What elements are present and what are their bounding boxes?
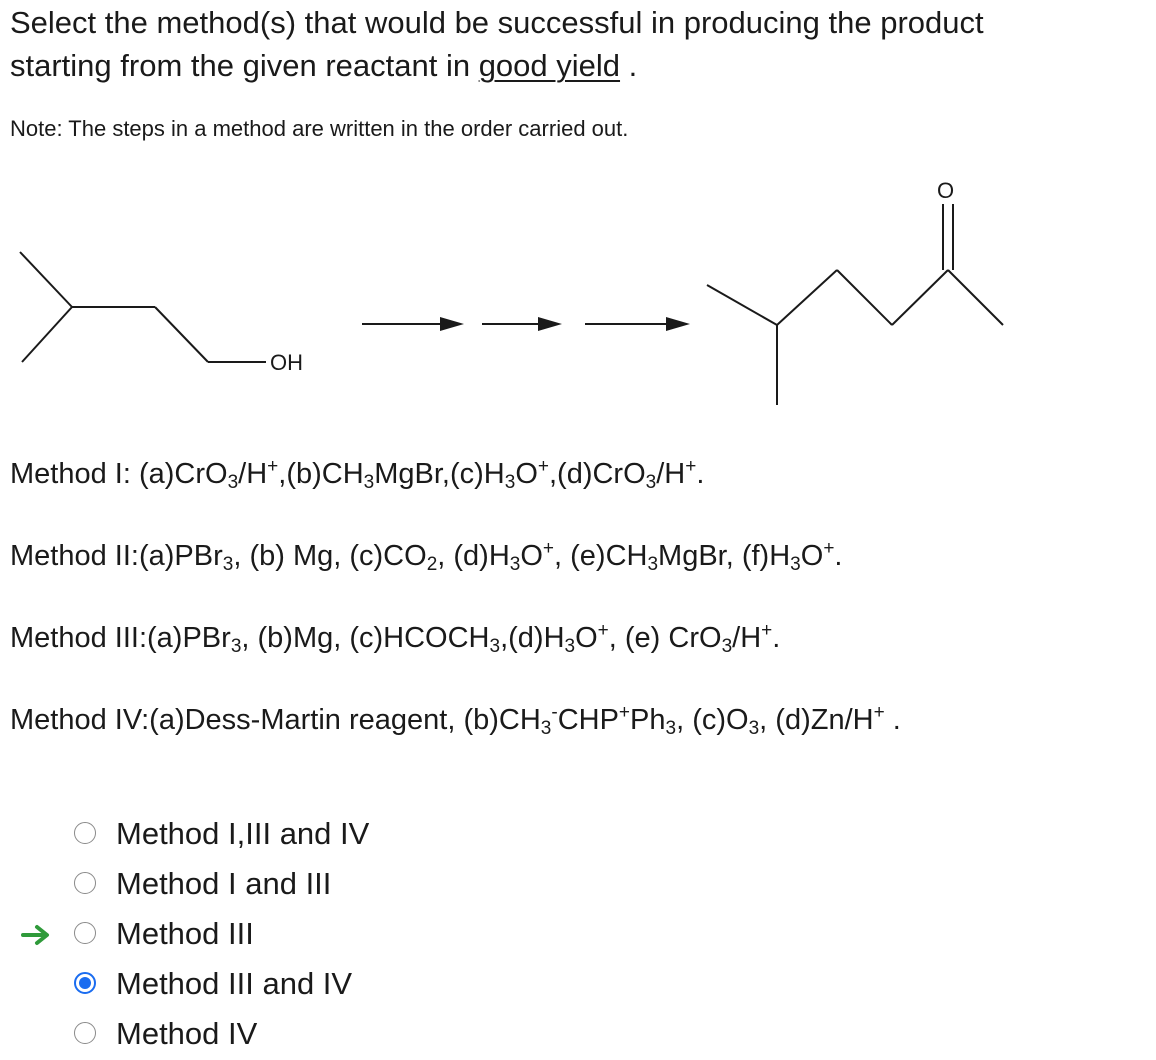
carbonyl-oxygen-label: O [937,178,954,203]
method-text: Ph [630,704,666,736]
method-text: . [834,540,843,572]
method-text: /H [656,458,686,490]
question-emphasis: good yield [478,48,621,83]
subscript: 2 [426,554,438,575]
method-text: O [515,458,538,490]
question-line-1: Select the method(s) that would be succe… [10,5,984,40]
method-1-head: Method I: [10,458,139,490]
subscript: 3 [564,636,576,657]
reaction-arrow [362,317,464,331]
method-text: O [575,622,598,654]
superscript: - [551,702,558,723]
method-text: , (e)CH [554,540,648,572]
subscript: 3 [645,472,657,493]
subscript: 3 [665,718,677,739]
method-2: Method II:(a)PBr3, (b) Mg, (c)CO2, (d)H3… [10,538,842,574]
method-2-head: Method II: [10,540,139,572]
radio-button-selected[interactable] [74,972,96,994]
radio-button[interactable] [74,1022,96,1044]
reaction-arrows [362,317,690,331]
subscript: 3 [504,472,516,493]
subscript: 3 [363,472,375,493]
subscript: 3 [227,472,239,493]
subscript: 3 [748,718,760,739]
method-text: ,(b)CH [278,458,364,490]
method-4-head: Method IV: [10,704,150,736]
method-text: . [884,704,901,736]
method-text: , (c)O [676,704,749,736]
option-label[interactable]: Method III [116,916,254,951]
method-text: . [696,458,705,490]
method-text: MgBr,(c)H [374,458,505,490]
question-line-2: starting from the given reactant in good… [10,46,637,86]
radio-button[interactable] [74,872,96,894]
method-text: /H [732,622,762,654]
hydroxyl-label: OH [270,350,303,375]
option-label[interactable]: Method I and III [116,866,332,901]
method-3-head: Method III: [10,622,148,654]
reaction-arrow [482,317,562,331]
method-text: , (b)Mg, (c)HCOCH [241,622,490,654]
superscript: + [761,620,773,641]
method-text: O [800,540,824,572]
superscript: + [537,456,549,477]
method-3: Method III:(a)PBr3, (b)Mg, (c)HCOCH3,(d)… [10,620,780,656]
radio-button[interactable] [74,822,96,844]
subscript: 3 [721,636,733,657]
superscript: + [823,538,835,559]
right-arrow-icon [21,925,49,945]
question-note: Note: The steps in a method are written … [10,116,629,141]
method-text: ,(d)H [500,622,565,654]
question-line-2-suffix: . [620,48,638,83]
method-text: ,(d)CrO [548,458,646,490]
option-label[interactable]: Method I,III and IV [116,816,370,851]
superscript: + [267,456,279,477]
method-text: O [520,540,543,572]
superscript: + [685,456,697,477]
method-text: . [772,622,781,654]
method-text: , (b) Mg, (c)CO [233,540,427,572]
subscript: 3 [540,718,552,739]
method-text: (a)CrO [138,458,228,490]
subscript: 3 [509,554,521,575]
subscript: 3 [647,554,659,575]
reaction-scheme: OH O [19,178,1004,405]
method-text: (a)PBr [147,622,231,654]
reactant-structure [19,251,266,363]
method-text: /H [238,458,268,490]
method-text: (a)PBr [138,540,223,572]
method-text: , (d)H [437,540,510,572]
method-text: , (e) CrO [608,622,722,654]
method-text: , (d)Zn/H [759,704,874,736]
superscript: + [618,702,631,723]
superscript: + [873,702,885,723]
method-text: CHP [557,704,619,736]
radio-button[interactable] [74,922,96,944]
subscript: 3 [790,554,801,575]
option-label[interactable]: Method IV [116,1016,258,1051]
subscript: 3 [230,636,242,657]
method-1: Method I: (a)CrO3/H+,(b)CH3MgBr,(c)H3O+,… [10,456,704,492]
product-structure [706,204,1004,405]
subscript: 3 [489,636,501,657]
method-4: Method IV:(a)Dess-Martin reagent, (b)CH3… [10,702,901,738]
subscript: 3 [222,554,234,575]
option-label[interactable]: Method III and IV [116,966,353,1001]
reaction-arrow [585,317,690,331]
question-line-2-prefix: starting from the given reactant in [10,48,479,83]
superscript: + [542,538,555,559]
superscript: + [597,620,609,641]
method-text: (a)Dess-Martin reagent, (b)CH [149,704,541,736]
method-text: MgBr, (f)H [658,540,791,572]
